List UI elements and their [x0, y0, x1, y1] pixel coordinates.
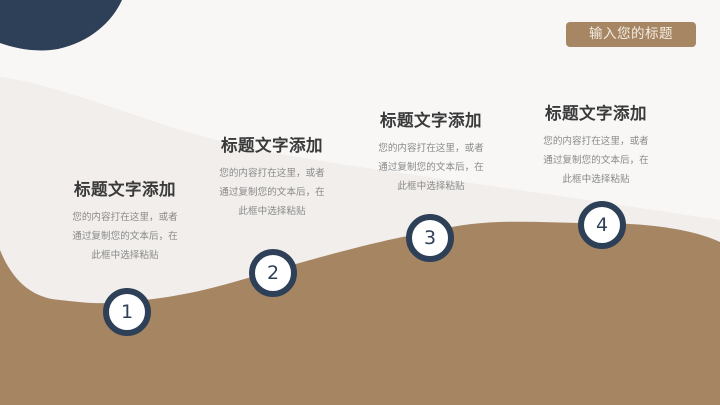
step-2-desc-line-2: 通过复制您的文本后，在	[219, 187, 325, 198]
step-4-desc-line-1: 您的内容打在这里，或者	[543, 136, 649, 147]
step-4-title: 标题文字添加	[545, 104, 647, 123]
step-2-text: 标题文字添加 您的内容打在这里，或者 通过复制您的文本后，在 此框中选择粘贴	[207, 135, 337, 221]
step-4-marker: 4	[578, 201, 626, 249]
step-1-text: 标题文字添加 您的内容打在这里，或者 通过复制您的文本后，在 此框中选择粘贴	[60, 179, 190, 265]
step-3-marker: 3	[406, 214, 454, 262]
step-2-desc-line-1: 您的内容打在这里，或者	[219, 168, 325, 179]
step-2-desc-line-3: 此框中选择粘贴	[238, 206, 306, 217]
step-3-desc-line-2: 通过复制您的文本后，在	[378, 162, 484, 173]
step-3-desc-line-1: 您的内容打在这里，或者	[378, 143, 484, 154]
step-3-desc-line-3: 此框中选择粘贴	[397, 181, 465, 192]
step-2-number: 2	[266, 262, 280, 284]
step-1-desc-line-3: 此框中选择粘贴	[91, 250, 159, 261]
step-1-title: 标题文字添加	[74, 180, 176, 199]
step-1-marker: 1	[103, 288, 151, 336]
step-4-number: 4	[595, 214, 609, 236]
step-1-number: 1	[120, 301, 134, 323]
step-3-title: 标题文字添加	[380, 111, 482, 130]
step-4-text: 标题文字添加 您的内容打在这里，或者 通过复制您的文本后，在 此框中选择粘贴	[531, 103, 661, 189]
step-2-title: 标题文字添加	[221, 136, 323, 155]
step-4-desc-line-3: 此框中选择粘贴	[562, 174, 630, 185]
brown-hill-shape	[0, 221, 720, 405]
navy-blob-shape	[0, 0, 122, 51]
step-1-desc-line-2: 通过复制您的文本后，在	[72, 231, 178, 242]
title-badge[interactable]: 输入您的标题	[566, 22, 696, 47]
step-3-text: 标题文字添加 您的内容打在这里，或者 通过复制您的文本后，在 此框中选择粘贴	[366, 110, 496, 196]
step-2-marker: 2	[249, 249, 297, 297]
step-4-desc-line-2: 通过复制您的文本后，在	[543, 155, 649, 166]
step-3-number: 3	[423, 227, 437, 249]
step-1-desc-line-1: 您的内容打在这里，或者	[72, 212, 178, 223]
